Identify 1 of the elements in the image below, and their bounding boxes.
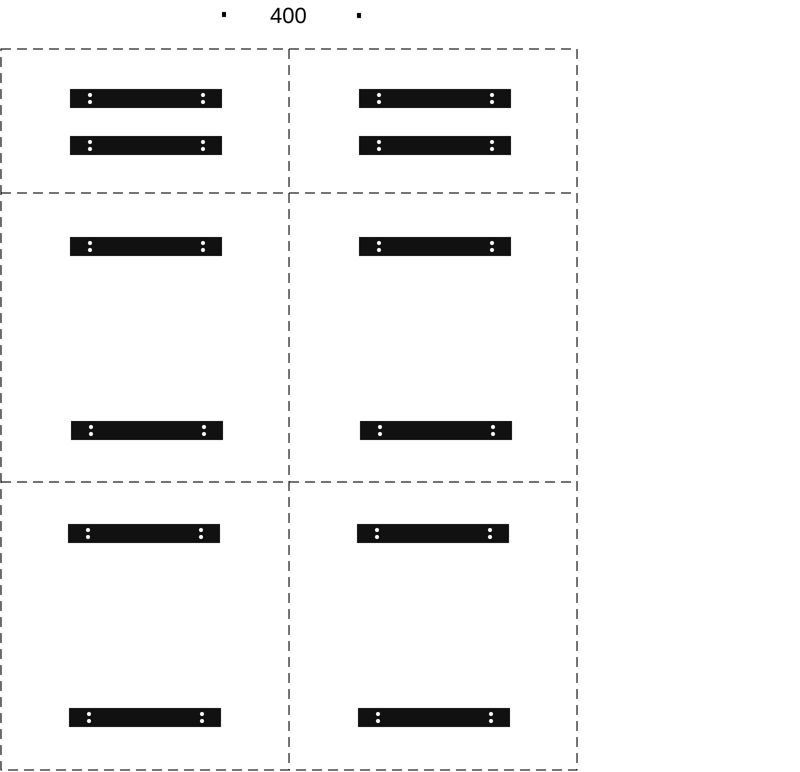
dimension-label: 400 [270,5,307,27]
